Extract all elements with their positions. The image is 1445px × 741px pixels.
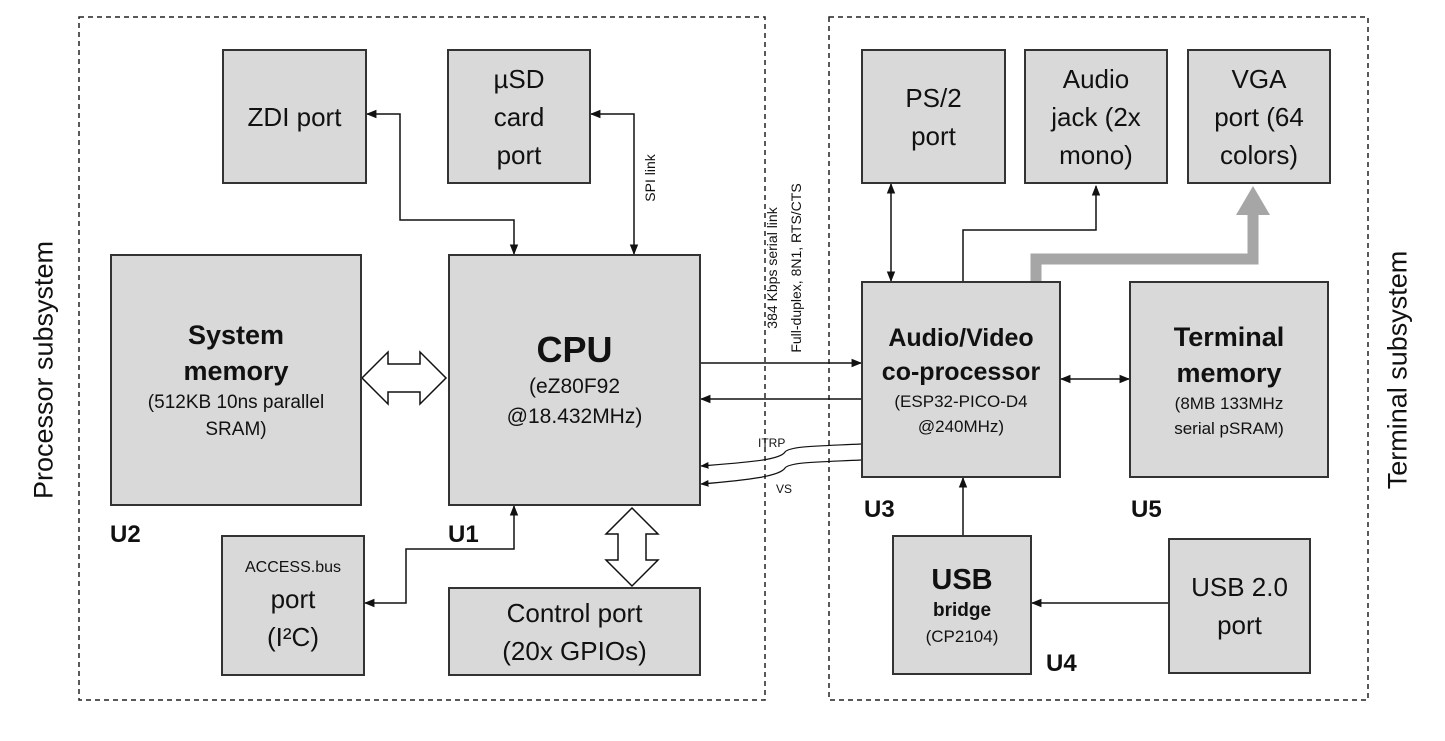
system-memory-block: System memory (512KB 10ns parallel SRAM): [110, 254, 362, 506]
vga-line-3: colors): [1219, 139, 1298, 170]
terminal-memory-sub-2: serial pSRAM): [1174, 418, 1284, 438]
usb-bridge-id: U4: [1046, 650, 1077, 677]
itrp-arrow: [700, 443, 862, 469]
vga-line-1: VGA: [1231, 63, 1287, 94]
usd-card-port-block: µSD card port: [447, 49, 591, 184]
control-port-block: Control port (20x GPIOs): [448, 587, 701, 676]
usb-bridge-block: USB bridge (CP2104): [892, 535, 1032, 675]
vga-line-2: port (64: [1214, 101, 1304, 132]
cpu-sub-2: @18.432MHz): [506, 405, 643, 428]
cpu-id: U1: [448, 521, 479, 548]
cpu-sub-1: (eZ80F92: [528, 375, 621, 398]
ps2-port-block: PS/2 port: [861, 49, 1006, 184]
av-sub-2: @240MHz): [917, 416, 1005, 436]
spi-link-label: SPI link: [642, 154, 658, 202]
zdi-port-label: ZDI port: [247, 101, 342, 132]
terminal-memory-block: Terminal memory (8MB 133MHz serial pSRAM…: [1129, 281, 1329, 478]
access-bus-top: ACCESS.bus: [244, 558, 342, 576]
usb-port-line-2: port: [1217, 610, 1262, 640]
processor-subsystem-frame: [78, 16, 766, 701]
zdi-cpu-link: [365, 109, 519, 256]
av-vga-arrowhead: [1236, 186, 1270, 215]
memory-bus-arrow: [360, 350, 448, 406]
ps2-line-1: PS/2: [905, 82, 962, 113]
usd-line-1: µSD: [493, 63, 545, 94]
serial-link-label-1: 384 Kbps serial link: [764, 207, 780, 329]
terminal-memory-title-1: Terminal: [1173, 321, 1285, 352]
av-audio-link: [962, 184, 1101, 281]
terminal-memory-sub-1: (8MB 133MHz: [1174, 393, 1284, 413]
ps2-line-2: port: [911, 120, 956, 151]
av-title-1: Audio/Video: [888, 323, 1034, 352]
zdi-port-block: ZDI port: [222, 49, 367, 184]
usd-cpu-link: [589, 109, 639, 256]
av-id: U3: [864, 496, 895, 523]
itrp-label: ITRP: [758, 436, 786, 450]
usb-bridge-sub: (CP2104): [925, 626, 999, 646]
audio-line-3: mono): [1059, 139, 1133, 170]
audio-jack-block: Audio jack (2x mono): [1024, 49, 1168, 184]
access-bus-line-1: port: [270, 583, 316, 614]
terminal-memory-title-2: memory: [1176, 357, 1282, 388]
vs-label: VS: [776, 482, 793, 496]
access-cpu-link: [363, 504, 519, 608]
usd-line-2: card: [493, 101, 545, 132]
system-memory-title-2: memory: [183, 356, 289, 386]
system-memory-id: U2: [110, 521, 141, 548]
system-memory-sub-1: (512KB 10ns parallel: [147, 392, 325, 413]
serial-link-label-2: Full-duplex, 8N1, RTS/CTS: [788, 183, 804, 353]
vga-port-block: VGA port (64 colors): [1187, 49, 1331, 184]
cpu-block: CPU (eZ80F92 @18.432MHz): [448, 254, 701, 506]
av-sub-1: (ESP32-PICO-D4: [894, 391, 1028, 411]
control-port-line-1: Control port: [506, 597, 643, 628]
usb-port-line-1: USB 2.0: [1191, 572, 1288, 602]
audio-line-2: jack (2x: [1051, 101, 1141, 132]
access-bus-line-2: (I²C): [267, 621, 319, 652]
system-memory-title-1: System: [187, 320, 285, 350]
av-vga-link: [1030, 214, 1259, 281]
cpu-title: CPU: [536, 329, 613, 370]
control-port-line-2: (20x GPIOs): [502, 635, 647, 666]
access-bus-port-block: ACCESS.bus port (I²C): [221, 535, 365, 676]
usb-bridge-title: USB: [931, 563, 993, 596]
av-title-2: co-processor: [881, 357, 1041, 386]
system-memory-sub-2: SRAM): [205, 419, 267, 440]
vs-arrow: [700, 459, 862, 487]
terminal-memory-id: U5: [1131, 496, 1162, 523]
processor-subsystem-label: Processor subsystem: [28, 240, 59, 500]
terminal-subsystem-label: Terminal subsystem: [1382, 250, 1413, 490]
audio-line-1: Audio: [1062, 63, 1130, 94]
usb-bridge-mid: bridge: [932, 599, 992, 621]
usb-port-block: USB 2.0 port: [1168, 538, 1311, 674]
usd-line-3: port: [496, 139, 542, 170]
av-coprocessor-block: Audio/Video co-processor (ESP32-PICO-D4 …: [861, 281, 1061, 478]
control-bus-arrow: [604, 506, 660, 588]
